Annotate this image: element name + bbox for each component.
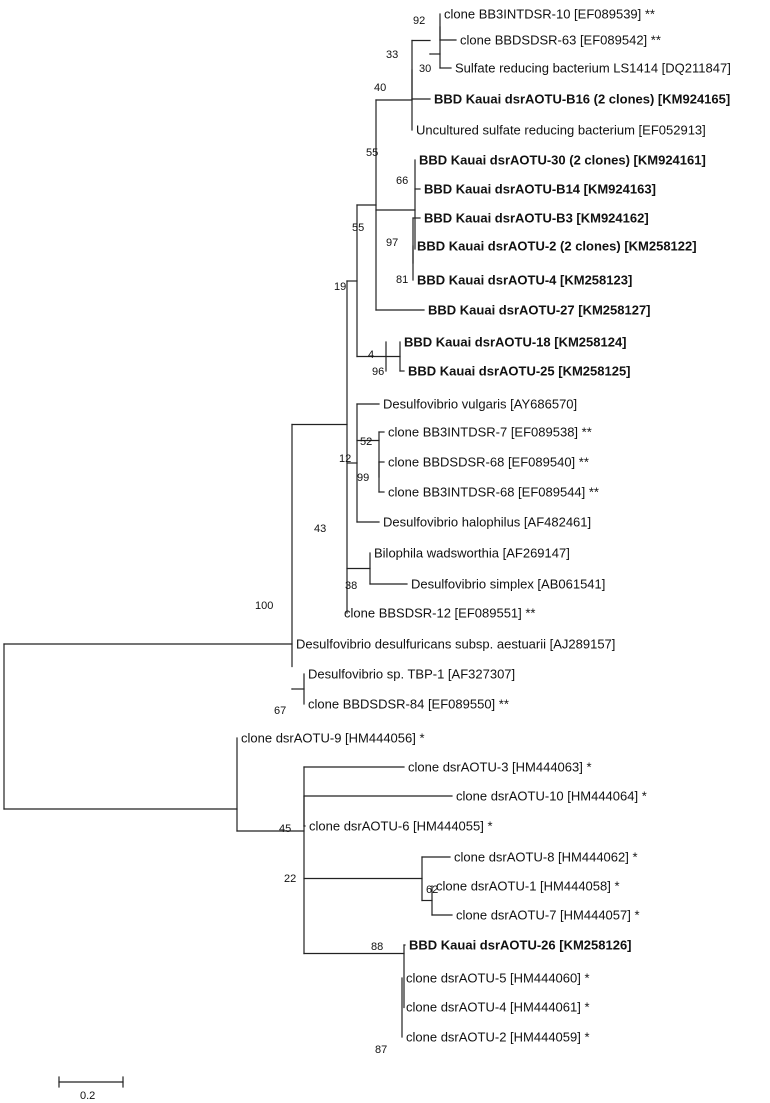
bootstrap-value: 67 (274, 705, 286, 717)
bootstrap-value: 45 (279, 823, 291, 835)
taxon-label: BBD Kauai dsrAOTU-30 (2 clones) [KM92416… (419, 153, 706, 168)
taxon-label: clone dsrAOTU-10 [HM444064] * (456, 789, 647, 804)
taxon-label: BBD Kauai dsrAOTU-27 [KM258127] (428, 303, 651, 318)
bootstrap-values: 92 30 33 40 55 66 97 81 55 19 4 96 52 12 99 43 38 100 67 45… (255, 15, 438, 1056)
taxon-labels: clone BB3INTDSR-10 [EF089539] ** clone BB… (241, 7, 731, 1045)
bootstrap-value: 12 (339, 453, 351, 465)
taxon-label: clone dsrAOTU-2 [HM444059] * (406, 1030, 590, 1045)
bootstrap-value: 43 (314, 523, 326, 535)
bootstrap-value: 30 (419, 63, 431, 75)
taxon-label: BBD Kauai dsrAOTU-B3 [KM924162] (424, 211, 649, 226)
taxon-label: Desulfovibrio simplex [AB061541] (411, 577, 605, 592)
taxon-label: Bilophila wadsworthia [AF269147] (374, 546, 570, 561)
bootstrap-value: 22 (284, 873, 296, 885)
scale-bar: 0.2 (58, 1076, 124, 1102)
taxon-label: Desulfovibrio sp. TBP-1 [AF327307] (308, 667, 515, 682)
taxon-label: Sulfate reducing bacterium LS1414 [DQ211… (455, 61, 731, 76)
bootstrap-value: 55 (352, 222, 364, 234)
taxon-label: clone BBDSDSR-84 [EF089550] ** (308, 697, 509, 712)
taxon-label: Desulfovibrio vulgaris [AY686570] (383, 397, 577, 412)
taxon-label: BBD Kauai dsrAOTU-4 [KM258123] (417, 273, 632, 288)
bootstrap-value: 99 (357, 472, 369, 484)
taxon-label: Desulfovibrio halophilus [AF482461] (383, 515, 591, 530)
taxon-label: clone BB3INTDSR-68 [EF089544] ** (388, 485, 599, 500)
taxon-label: clone dsrAOTU-4 [HM444061] * (406, 1000, 590, 1015)
taxon-label: clone BB3INTDSR-7 [EF089538] ** (388, 425, 592, 440)
taxon-label: BBD Kauai dsrAOTU-B14 [KM924163] (424, 182, 656, 197)
bootstrap-value: 97 (386, 237, 398, 249)
taxon-label: clone BB3INTDSR-10 [EF089539] ** (444, 7, 655, 22)
bootstrap-value: 66 (396, 175, 408, 187)
taxon-label: clone BBSDSR-12 [EF089551] ** (344, 606, 536, 621)
scale-bar-label: 0.2 (80, 1090, 95, 1102)
taxon-label: clone BBDSDSR-63 [EF089542] ** (460, 33, 661, 48)
taxon-label: clone dsrAOTU-9 [HM444056] * (241, 731, 425, 746)
taxon-label: Desulfovibrio desulfuricans subsp. aestu… (296, 637, 615, 652)
bootstrap-value: 96 (372, 366, 384, 378)
taxon-label: clone dsrAOTU-8 [HM444062] * (454, 850, 638, 865)
bootstrap-value: 40 (374, 82, 386, 94)
bootstrap-value: 55 (366, 147, 378, 159)
taxon-label: BBD Kauai dsrAOTU-2 (2 clones) [KM258122… (417, 239, 697, 254)
taxon-label: clone dsrAOTU-6 [HM444055] * (309, 819, 493, 834)
taxon-label: clone BBDSDSR-68 [EF089540] ** (388, 455, 589, 470)
bootstrap-value: 33 (386, 49, 398, 61)
taxon-label: BBD Kauai dsrAOTU-18 [KM258124] (404, 335, 627, 350)
bootstrap-value: 88 (371, 941, 383, 953)
bootstrap-value: 38 (345, 580, 357, 592)
taxon-label: clone dsrAOTU-7 [HM444057] * (456, 908, 640, 923)
taxon-label: BBD Kauai dsrAOTU-B16 (2 clones) [KM9241… (434, 92, 730, 107)
tree-branches (3, 13, 457, 1038)
taxon-label: clone dsrAOTU-1 [HM444058] * (436, 879, 620, 894)
bootstrap-value: 4 (368, 349, 374, 361)
bootstrap-value: 87 (375, 1044, 387, 1056)
taxon-label: BBD Kauai dsrAOTU-25 [KM258125] (408, 364, 631, 379)
bootstrap-value: 62 (426, 884, 438, 896)
bootstrap-value: 81 (396, 274, 408, 286)
bootstrap-value: 19 (334, 281, 346, 293)
taxon-label: clone dsrAOTU-3 [HM444063] * (408, 760, 592, 775)
bootstrap-value: 92 (413, 15, 425, 27)
taxon-label: BBD Kauai dsrAOTU-26 [KM258126] (409, 938, 632, 953)
taxon-label: clone dsrAOTU-5 [HM444060] * (406, 971, 590, 986)
bootstrap-value: 100 (255, 600, 273, 612)
taxon-label: Uncultured sulfate reducing bacterium [E… (416, 123, 706, 138)
bootstrap-value: 52 (360, 436, 372, 448)
